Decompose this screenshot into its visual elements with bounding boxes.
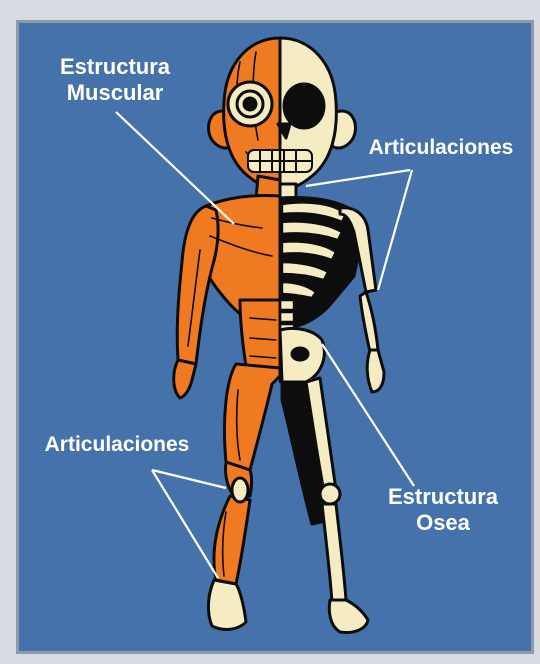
label-estructura-osea: Estructura Osea [348, 484, 538, 536]
right-knee-joint [320, 484, 340, 504]
label-osea-line1: Estructura [348, 484, 538, 510]
left-knee-joint [232, 478, 248, 502]
hip-socket [292, 348, 308, 360]
pointer-articulaciones-right-a [306, 170, 410, 186]
label-estructura-muscular: Estructura Muscular [20, 54, 210, 106]
label-muscular-line1: Estructura [20, 54, 210, 80]
label-osea-line2: Osea [348, 510, 538, 536]
label-articulaciones-left: Articulaciones [22, 432, 212, 458]
tibia [322, 504, 346, 602]
pointer-articulaciones-left-a [152, 470, 226, 488]
pointer-articulaciones-left-b [152, 470, 218, 578]
left-foot [208, 580, 246, 629]
pointer-articulaciones-right-b [378, 170, 412, 290]
left-pupil [244, 98, 256, 110]
label-articulaciones-right: Articulaciones [346, 135, 536, 161]
label-muscular-line2: Muscular [20, 80, 210, 106]
right-eye-socket [284, 84, 324, 128]
right-foot [329, 600, 368, 633]
